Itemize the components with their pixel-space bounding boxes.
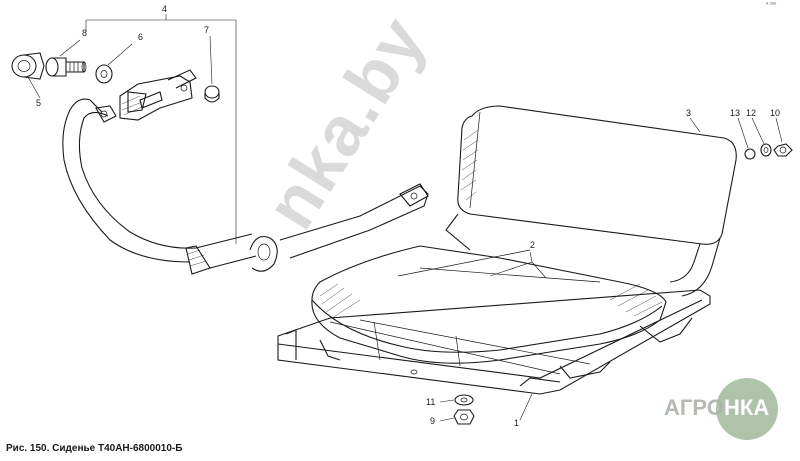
callout-4-bracket bbox=[85, 14, 237, 244]
callout-label-9: 9 bbox=[430, 416, 435, 426]
logo-circle bbox=[716, 378, 778, 440]
callout-label-2: 2 bbox=[530, 240, 535, 250]
callout-label-13: 13 bbox=[730, 108, 740, 118]
buckle-part bbox=[119, 69, 197, 121]
callout-label-5: 5 bbox=[36, 98, 41, 108]
seat-belt-strap bbox=[62, 98, 429, 275]
callout-label-7: 7 bbox=[204, 25, 209, 35]
figure-caption: Рис. 150. Сиденье Т40АН-6800010-Б bbox=[6, 443, 183, 454]
washer-set-right bbox=[737, 117, 793, 160]
agronka-logo: АГРО НКА bbox=[664, 378, 784, 440]
bushing-part bbox=[204, 35, 220, 103]
backrest-cushion bbox=[457, 105, 737, 245]
washer-part bbox=[95, 43, 133, 84]
corner-mark: ᵃ ˢᵉᵉ bbox=[766, 2, 777, 8]
callout-label-11: 11 bbox=[426, 397, 435, 407]
callout-label-3: 3 bbox=[686, 108, 691, 118]
callout-label-10: 10 bbox=[770, 108, 780, 118]
callout-label-4: 4 bbox=[162, 4, 167, 14]
logo-text-right: НКА bbox=[724, 395, 770, 420]
seat-cushion bbox=[311, 245, 667, 367]
bolt-part bbox=[45, 39, 87, 77]
callout-label-6: 6 bbox=[138, 32, 143, 42]
callout-label-12: 12 bbox=[746, 108, 756, 118]
callout-label-1: 1 bbox=[514, 418, 519, 428]
bolt-head-part bbox=[11, 52, 45, 99]
nut-set-bottom bbox=[439, 394, 475, 425]
backrest-support bbox=[445, 213, 721, 297]
base-frame bbox=[277, 289, 711, 421]
callout-label-8: 8 bbox=[82, 28, 87, 38]
logo-text-left: АГРО bbox=[664, 395, 724, 420]
